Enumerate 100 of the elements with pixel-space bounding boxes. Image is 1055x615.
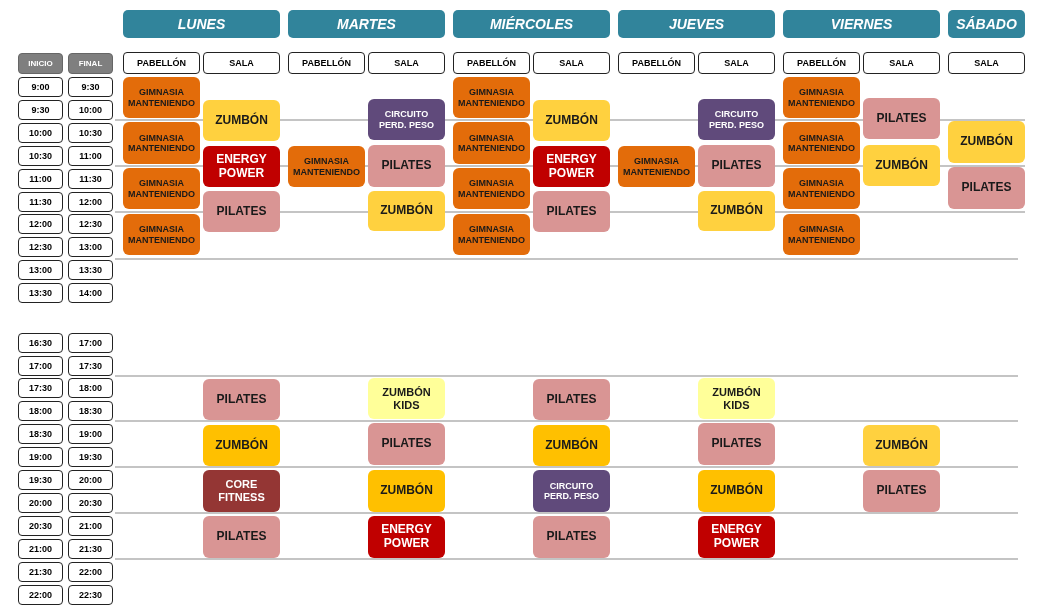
class-block: GIMNASIA MANTENIENDO xyxy=(123,122,200,164)
class-block: GIMNASIA MANTENIENDO xyxy=(123,77,200,118)
end-time: 18:30 xyxy=(68,401,113,421)
class-block: GIMNASIA MANTENIENDO xyxy=(618,146,695,187)
end-time: 10:00 xyxy=(68,100,113,120)
day-header: SÁBADO xyxy=(948,10,1025,38)
class-block: PILATES xyxy=(698,145,775,187)
end-time: 13:00 xyxy=(68,237,113,257)
end-time: 20:00 xyxy=(68,470,113,490)
start-time: 18:30 xyxy=(18,424,63,444)
class-block: ZUMBÓN xyxy=(698,191,775,231)
class-block: GIMNASIA MANTENIENDO xyxy=(783,168,860,209)
class-block: GIMNASIA MANTENIENDO xyxy=(288,146,365,187)
class-block: GIMNASIA MANTENIENDO xyxy=(783,122,860,164)
end-time: 22:00 xyxy=(68,562,113,582)
room-header: PABELLÓN xyxy=(783,52,860,74)
class-block: PILATES xyxy=(533,516,610,558)
start-time: 20:00 xyxy=(18,493,63,513)
room-header: SALA xyxy=(698,52,775,74)
room-header: PABELLÓN xyxy=(288,52,365,74)
column-header: INICIO xyxy=(18,53,63,74)
room-header: PABELLÓN xyxy=(618,52,695,74)
start-time: 18:00 xyxy=(18,401,63,421)
class-block: GIMNASIA MANTENIENDO xyxy=(123,168,200,209)
room-header: PABELLÓN xyxy=(453,52,530,74)
start-time: 21:30 xyxy=(18,562,63,582)
class-block: GIMNASIA MANTENIENDO xyxy=(783,214,860,255)
room-header: SALA xyxy=(863,52,940,74)
end-time: 17:00 xyxy=(68,333,113,353)
end-time: 12:00 xyxy=(68,192,113,212)
day-header: MARTES xyxy=(288,10,445,38)
class-block: ZUMBÓN xyxy=(863,145,940,186)
start-time: 12:30 xyxy=(18,237,63,257)
class-block: ZUMBÓN xyxy=(368,191,445,231)
class-block: GIMNASIA MANTENIENDO xyxy=(453,214,530,255)
end-time: 10:30 xyxy=(68,123,113,143)
end-time: 20:30 xyxy=(68,493,113,513)
class-block: GIMNASIA MANTENIENDO xyxy=(453,168,530,209)
end-time: 11:30 xyxy=(68,169,113,189)
class-block: ZUMBÓN KIDS xyxy=(698,378,775,419)
start-time: 19:00 xyxy=(18,447,63,467)
class-block: PILATES xyxy=(203,379,280,420)
class-block: GIMNASIA MANTENIENDO xyxy=(453,122,530,164)
class-block: PILATES xyxy=(368,145,445,187)
class-block: GIMNASIA MANTENIENDO xyxy=(123,214,200,255)
class-block: ENERGY POWER xyxy=(698,516,775,558)
start-time: 11:00 xyxy=(18,169,63,189)
end-time: 22:30 xyxy=(68,585,113,605)
room-header: SALA xyxy=(368,52,445,74)
class-block: PILATES xyxy=(203,516,280,558)
end-time: 21:30 xyxy=(68,539,113,559)
day-header: JUEVES xyxy=(618,10,775,38)
end-time: 14:00 xyxy=(68,283,113,303)
class-block: ZUMBÓN KIDS xyxy=(368,378,445,419)
start-time: 11:30 xyxy=(18,192,63,212)
class-block: ZUMBÓN xyxy=(533,100,610,141)
end-time: 9:30 xyxy=(68,77,113,97)
class-block: PILATES xyxy=(948,167,1025,209)
start-time: 13:30 xyxy=(18,283,63,303)
start-time: 20:30 xyxy=(18,516,63,536)
class-block: ENERGY POWER xyxy=(203,146,280,187)
class-block: CORE FITNESS xyxy=(203,470,280,512)
column-header: FINAL xyxy=(68,53,113,74)
end-time: 12:30 xyxy=(68,214,113,234)
start-time: 13:00 xyxy=(18,260,63,280)
day-header: LUNES xyxy=(123,10,280,38)
room-header: PABELLÓN xyxy=(123,52,200,74)
start-time: 10:30 xyxy=(18,146,63,166)
class-block: ZUMBÓN xyxy=(698,470,775,512)
start-time: 12:00 xyxy=(18,214,63,234)
class-block: PILATES xyxy=(698,423,775,465)
start-time: 22:00 xyxy=(18,585,63,605)
class-block: ENERGY POWER xyxy=(533,146,610,187)
start-time: 17:00 xyxy=(18,356,63,376)
class-block: CIRCUITO PERD. PESO xyxy=(368,99,445,140)
end-time: 17:30 xyxy=(68,356,113,376)
class-block: ZUMBÓN xyxy=(203,100,280,141)
room-header: SALA xyxy=(533,52,610,74)
class-block: ZUMBÓN xyxy=(368,470,445,512)
start-time: 17:30 xyxy=(18,378,63,398)
class-block: ZUMBÓN xyxy=(948,121,1025,163)
end-time: 18:00 xyxy=(68,378,113,398)
end-time: 21:00 xyxy=(68,516,113,536)
end-time: 19:00 xyxy=(68,424,113,444)
class-block: GIMNASIA MANTENIENDO xyxy=(783,77,860,118)
class-block: ZUMBÓN xyxy=(863,425,940,466)
class-block: PILATES xyxy=(203,191,280,232)
end-time: 11:00 xyxy=(68,146,113,166)
class-block: ZUMBÓN xyxy=(533,425,610,466)
day-header: MIÉRCOLES xyxy=(453,10,610,38)
start-time: 21:00 xyxy=(18,539,63,559)
class-block: PILATES xyxy=(863,470,940,512)
end-time: 13:30 xyxy=(68,260,113,280)
start-time: 16:30 xyxy=(18,333,63,353)
class-block: CIRCUITO PERD. PESO xyxy=(533,470,610,512)
start-time: 9:00 xyxy=(18,77,63,97)
end-time: 19:30 xyxy=(68,447,113,467)
day-header: VIERNES xyxy=(783,10,940,38)
start-time: 10:00 xyxy=(18,123,63,143)
class-block: PILATES xyxy=(368,423,445,465)
